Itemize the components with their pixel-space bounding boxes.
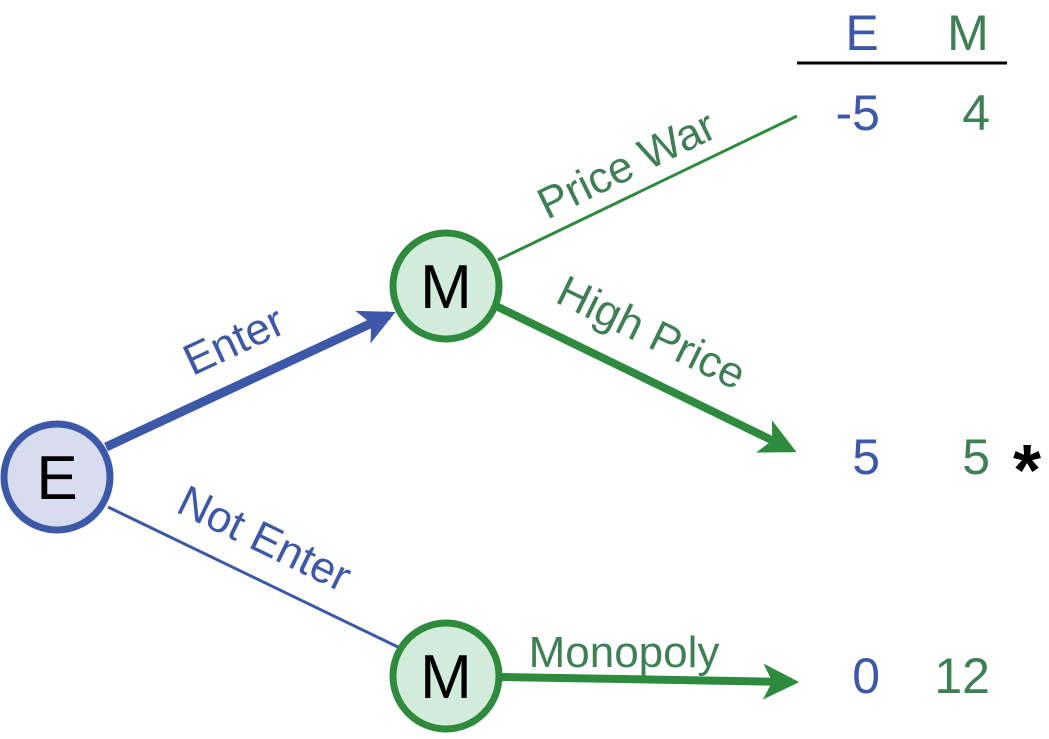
edge-price-war: [497, 114, 798, 262]
payoff-price-war-m: 4: [962, 85, 990, 141]
payoff-price-war-e: -5: [836, 85, 880, 141]
header-e-label: E: [845, 5, 878, 61]
header-m-label: M: [947, 5, 989, 61]
payoff-high-price-e: 5: [852, 429, 880, 485]
edge-label-monopoly: Monopoly: [529, 628, 720, 677]
node-monopolist-enter-label: M: [420, 253, 472, 322]
edge-high-price: [494, 302, 797, 453]
edge-monopoly: [501, 663, 800, 700]
equilibrium-asterisk: *: [1013, 431, 1041, 511]
node-entrant-label: E: [36, 444, 77, 513]
edge-not-enter: [107, 505, 401, 650]
payoff-monopoly-e: 0: [852, 648, 880, 704]
node-monopolist-not-enter: M: [389, 619, 503, 733]
node-entrant: E: [0, 420, 114, 534]
edge-enter: [104, 310, 396, 452]
payoff-high-price-m: 5: [962, 429, 990, 485]
payoff-monopoly-m: 12: [934, 648, 990, 704]
node-monopolist-not-enter-label: M: [420, 643, 472, 712]
node-monopolist-enter: M: [389, 229, 503, 343]
